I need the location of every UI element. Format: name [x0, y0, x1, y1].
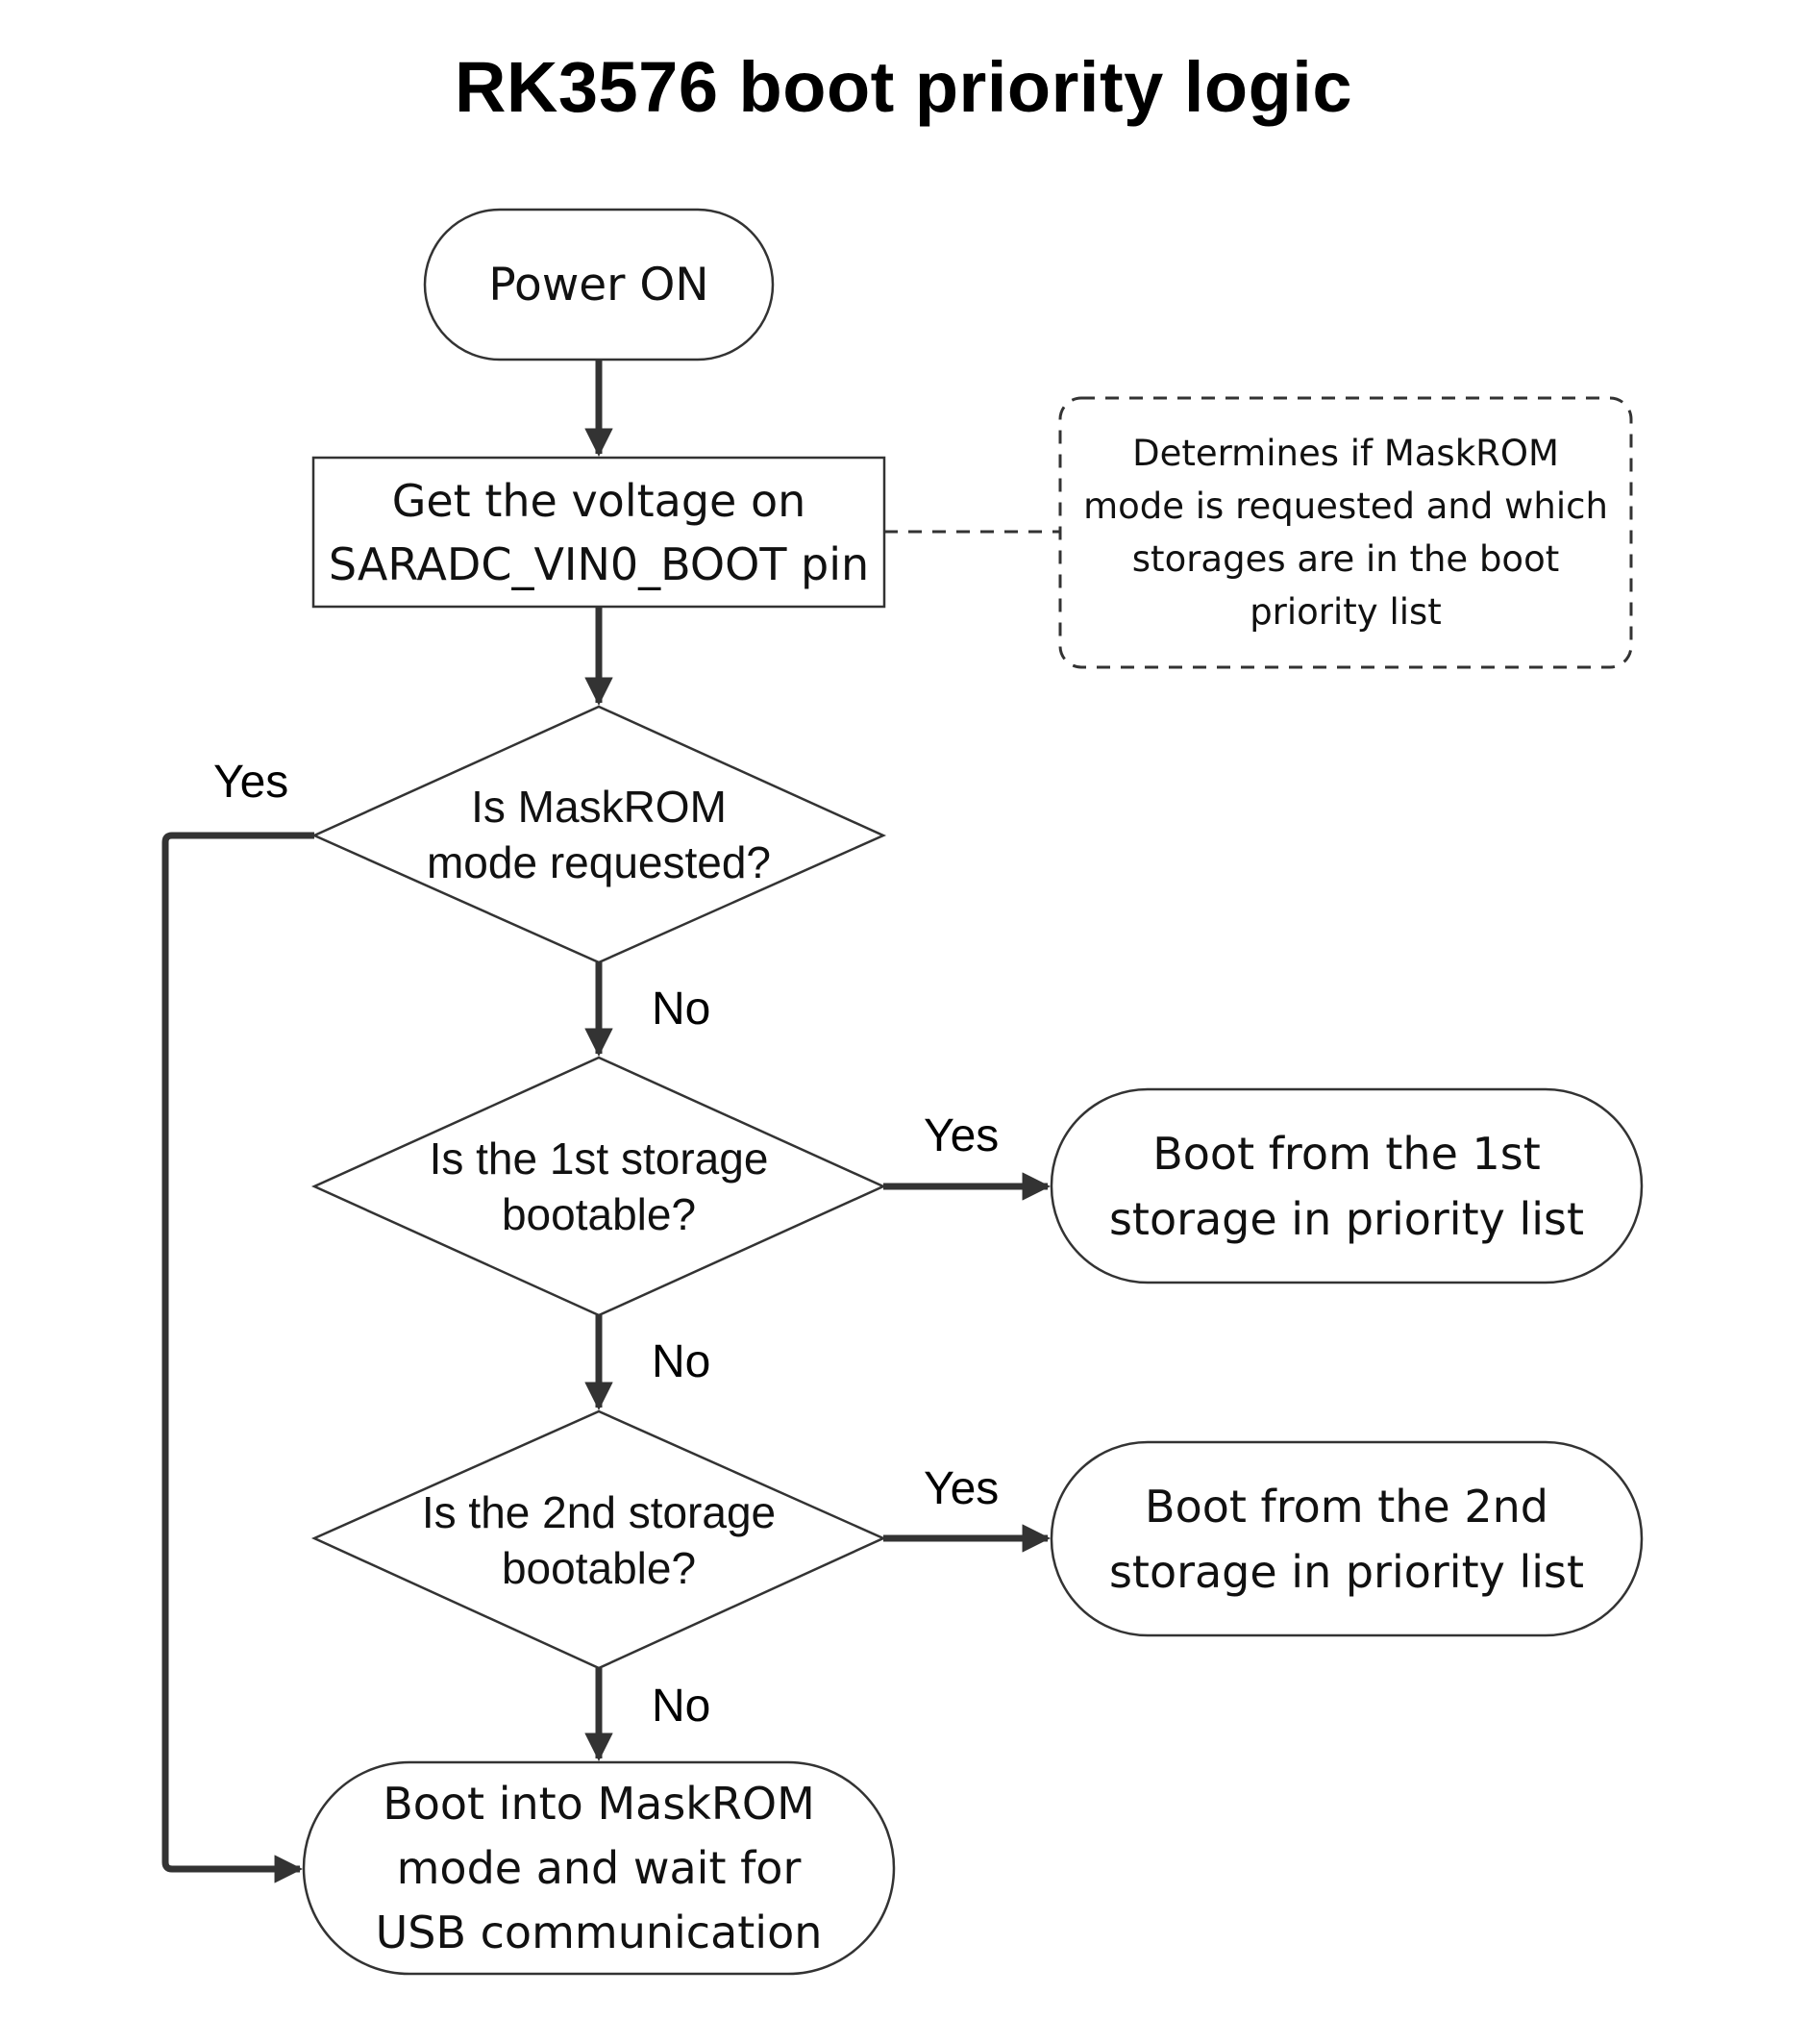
note-line-1: Determines if MaskROM [1132, 433, 1559, 474]
maskrom-decision-text: Is MaskROM mode requested? [314, 707, 883, 962]
first-storage-line-2: bootable? [501, 1189, 697, 1239]
second-no-label: No [652, 1681, 711, 1732]
first-storage-decision-text: Is the 1st storage bootable? [314, 1058, 883, 1315]
arrow-maskrom-yes [161, 832, 314, 1883]
boot-maskrom-line-2: mode and wait for [396, 1841, 802, 1894]
boot-second-line-2: storage in priority list [1108, 1545, 1585, 1598]
boot-maskrom-line-1: Boot into MaskROM [383, 1777, 815, 1830]
second-storage-decision-text: Is the 2nd storage bootable? [314, 1411, 883, 1668]
second-yes-label: Yes [924, 1463, 1000, 1514]
note-line-4: priority list [1250, 591, 1442, 633]
boot-first-terminal [1050, 1087, 1644, 1284]
boot-maskrom-line-3: USB communication [375, 1906, 823, 1958]
note-line-3: storages are in the boot [1131, 538, 1560, 580]
boot-maskrom-terminal [302, 1760, 896, 1976]
boot-first-line-1: Boot from the 1st [1152, 1127, 1541, 1180]
get-voltage-text: Get the voltage on SARADC_VIN0_BOOT pin [313, 458, 884, 607]
boot-second-line-1: Boot from the 2nd [1145, 1480, 1548, 1533]
first-yes-label: Yes [924, 1110, 1000, 1161]
second-storage-line-2: bootable? [501, 1542, 697, 1593]
boot-first-line-2: storage in priority list [1108, 1192, 1585, 1245]
diagram-title: RK3576 boot priority logic [454, 47, 1353, 127]
first-storage-line-1: Is the 1st storage [429, 1134, 769, 1184]
maskrom-decision-line-2: mode requested? [426, 837, 772, 887]
get-voltage-line-1: Get the voltage on [391, 474, 806, 527]
boot-first-text: Boot from the 1st storage in priority li… [1052, 1089, 1642, 1283]
boot-maskrom-text: Boot into MaskROM mode and wait for USB … [304, 1762, 894, 1974]
power-on-label: Power ON [488, 258, 709, 312]
first-no-label: No [652, 1336, 711, 1387]
get-voltage-line-2: SARADC_VIN0_BOOT pin [328, 537, 870, 590]
boot-second-text: Boot from the 2nd storage in priority li… [1052, 1442, 1642, 1635]
maskrom-yes-label: Yes [213, 757, 289, 808]
second-storage-line-1: Is the 2nd storage [421, 1486, 777, 1537]
note-text: Determines if MaskROM mode is requested … [1060, 398, 1631, 667]
maskrom-decision-line-1: Is MaskROM [471, 782, 727, 832]
maskrom-no-label: No [652, 984, 711, 1034]
get-voltage-process [311, 456, 886, 609]
boot-second-terminal [1050, 1440, 1644, 1637]
note-line-2: mode is requested and which [1083, 486, 1608, 527]
power-on-text: Power ON [425, 210, 773, 360]
